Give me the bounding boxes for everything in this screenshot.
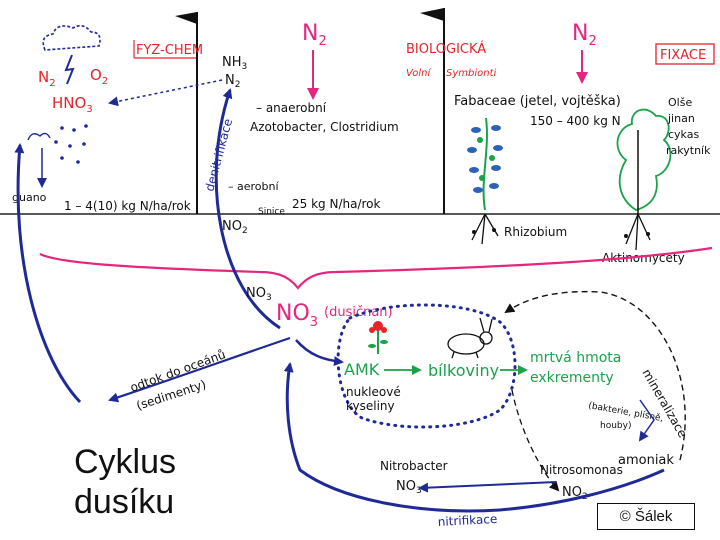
nh3-label: NH3 xyxy=(222,55,247,72)
mineralization-small-arrow xyxy=(638,399,655,442)
nucleic-label-1: nukleové xyxy=(346,385,401,399)
nitrification-label: nitrifikace xyxy=(437,512,497,529)
aerobic-rate-label: 25 kg N/ha/rok xyxy=(292,197,380,211)
n2-right-label: N2 xyxy=(572,21,597,49)
ginkgo-label: jinan xyxy=(667,112,695,125)
fixace-label: FIXACE xyxy=(660,48,706,63)
guano-label: guano xyxy=(12,191,47,204)
return-to-atmosphere-arrow xyxy=(14,143,82,404)
n2-small-label: N2 xyxy=(225,73,240,90)
anaerobic-label: – anaerobní xyxy=(256,101,327,115)
physchem-rate-label: 1 – 4(10) kg N/ha/rok xyxy=(64,199,191,213)
ocean-runoff-arrow xyxy=(108,336,291,403)
symbionts-label: Symbionti xyxy=(446,68,497,79)
cloud-n2-label: N2 xyxy=(38,68,56,89)
flag-pole-left xyxy=(175,12,198,214)
flag-pole-right xyxy=(420,8,445,214)
hno3-label: HNO3 xyxy=(52,94,93,115)
alder-tree-icon xyxy=(616,108,672,251)
alder-label: Olše xyxy=(668,96,692,109)
sea-buckthorn-label: rakytník xyxy=(666,144,711,157)
amino-acids-label: AMK xyxy=(344,360,380,379)
lightning-icon xyxy=(64,54,75,85)
magenta-uptake-brace xyxy=(39,246,713,290)
title-line-1: Cyklus xyxy=(74,443,177,481)
ammonia-label: amoniak xyxy=(618,453,674,468)
nitrate-name-label: (dusičnan) xyxy=(324,305,393,320)
cyanobacteria-label: Sinice xyxy=(258,207,285,217)
fabaceae-label: Fabaceae (jetel, vojtěška) xyxy=(454,94,621,109)
rhizobium-label: Rhizobium xyxy=(504,225,567,239)
title-line-2: dusíku xyxy=(74,483,175,521)
nitrate-bottom-label: NO3 xyxy=(396,479,422,496)
no2-left-label: NO2 xyxy=(222,219,248,236)
nitrobacter-label: Nitrobacter xyxy=(380,459,448,473)
rabbit-icon xyxy=(447,317,493,359)
fabaceae-rate-label: 150 – 400 kg N xyxy=(530,114,621,128)
rain-icon xyxy=(54,124,88,164)
nitrosomonas-label: Nitrosomonas xyxy=(540,463,623,477)
anaerobic-organisms: Azotobacter, Clostridium xyxy=(250,120,399,134)
dashed-arrow-to-hno3 xyxy=(108,79,223,107)
biological-heading: BIOLOGICKÁ xyxy=(406,41,486,57)
aerobic-label: – aerobní xyxy=(228,180,279,193)
mineralization-dashed-arc xyxy=(504,290,686,461)
denitrification-arrow xyxy=(214,88,281,330)
cycad-label: cykas xyxy=(668,128,699,141)
copyright-label: © Šálek xyxy=(597,503,695,530)
nitrite-to-nitrate-arrow xyxy=(418,481,557,493)
bird-droppings-icon xyxy=(27,132,51,188)
proteins-label: bílkoviny xyxy=(428,361,499,380)
no3-small-label: NO3 xyxy=(246,286,272,303)
excrement-label: exkrementy xyxy=(530,370,614,386)
flower-icon xyxy=(368,321,388,354)
fixace-box xyxy=(655,43,715,65)
n2-left-label: N2 xyxy=(302,21,327,49)
cloud-icon xyxy=(42,24,101,51)
cloud-o2-label: O2 xyxy=(90,66,108,87)
legume-plant-icon xyxy=(467,117,503,245)
organism-dotted-circle xyxy=(336,303,517,429)
nitrate-label: NO3 xyxy=(276,301,318,330)
free-living-label: Volní xyxy=(406,67,431,79)
nitrification-arrow xyxy=(283,362,665,513)
physchem-heading: FYZ-CHEM xyxy=(136,43,203,58)
title-box: Cyklus dusíku xyxy=(18,436,248,528)
decomposers-label-2: houby) xyxy=(600,421,631,431)
uptake-arrow xyxy=(295,339,344,367)
dead-matter-label: mrtvá hmota xyxy=(530,350,621,366)
nucleic-label-2: kyseliny xyxy=(346,399,395,413)
